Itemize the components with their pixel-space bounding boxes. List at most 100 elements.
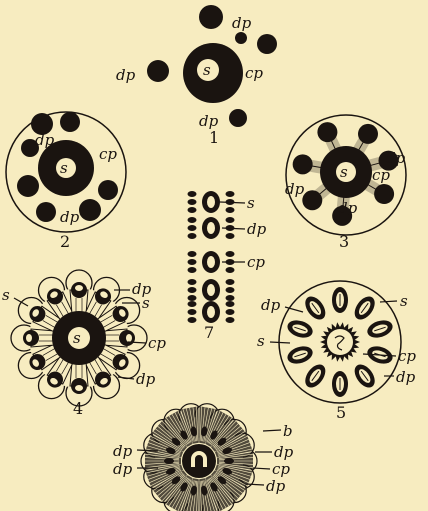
label-s-4b: s: [142, 294, 150, 312]
dp-dot: [226, 287, 235, 293]
dp-strand: [147, 60, 169, 82]
s-center: [126, 334, 132, 342]
figure-number-3: 3: [339, 232, 349, 251]
label-dp-6c: dp: [113, 460, 133, 478]
label-s-3: s: [340, 163, 348, 181]
dp-dot: [188, 267, 197, 273]
label-cp-6: cp: [272, 460, 290, 478]
dp-strand: [164, 458, 174, 464]
dp-dot: [188, 225, 197, 231]
leader-s-7: [220, 202, 245, 203]
dp-dot: [188, 251, 197, 257]
dp-dot: [188, 309, 197, 315]
figure-number-1: 1: [209, 128, 219, 147]
s-center: [207, 306, 215, 318]
label-cp-3: cp: [372, 166, 390, 184]
figure-4: s s dp s cp dp 4: [2, 270, 166, 418]
lobe-unit: [70, 282, 88, 314]
dp-dot: [226, 317, 235, 323]
label-dp-2b: dp: [60, 208, 80, 226]
label-s-7: s: [247, 194, 255, 212]
leader-s-5b: [270, 342, 290, 343]
dp-dot: [226, 217, 235, 223]
dp-strand: [293, 154, 313, 174]
label-dp-2a: dp: [35, 131, 55, 149]
dp-strand: [36, 202, 56, 222]
label-cp-1: cp: [245, 64, 263, 82]
bundle: [332, 287, 348, 313]
s-center: [75, 285, 83, 291]
dp-dot: [188, 199, 197, 205]
dp-dot: [226, 279, 235, 285]
label-dp-6d: dp: [266, 477, 286, 495]
label-s-5b: s: [257, 332, 265, 350]
label-dp-4b: dp: [136, 370, 156, 388]
bundle: [351, 361, 379, 391]
dp-dot: [226, 301, 235, 307]
label-s-1: s: [203, 61, 211, 79]
label-dp-7: dp: [247, 220, 267, 238]
dp-dot: [188, 207, 197, 213]
dp-dot: [226, 309, 235, 315]
label-s-4: s: [73, 329, 81, 347]
dp-dot: [226, 207, 235, 213]
label-b-6: b: [283, 422, 293, 440]
figure-3: s dp cp dp dp 3: [285, 115, 406, 251]
label-s-5a: s: [400, 292, 408, 310]
dp-dot: [188, 259, 197, 265]
dp-dot: [188, 317, 197, 323]
dp-strand: [257, 34, 277, 54]
dp-dot: [188, 233, 197, 239]
figure-number-2: 2: [60, 232, 70, 251]
dp-dot: [226, 295, 235, 301]
s-center: [207, 284, 215, 296]
fig5-core: [320, 322, 360, 362]
bundle: [301, 293, 329, 323]
dp-strand: [17, 175, 39, 197]
dp-strand: [302, 190, 322, 210]
dp-strand: [79, 199, 101, 221]
central-plate-6: [182, 444, 216, 478]
dp-strand: [60, 112, 80, 132]
dp-strand: [235, 32, 247, 44]
dp-dot: [188, 217, 197, 223]
dp-strand: [199, 5, 223, 29]
figure-2: s dp cp dp 2: [6, 112, 126, 251]
label-dp-3a: dp: [386, 149, 406, 167]
lobe-unit: [103, 329, 135, 347]
s-center: [207, 196, 215, 208]
s-center: [75, 385, 83, 391]
dp-strand: [358, 124, 378, 144]
dp-dot: [188, 295, 197, 301]
dp-dot: [188, 301, 197, 307]
leader-s-5a: [380, 301, 397, 302]
leader-dp-7: [222, 228, 245, 229]
dp-strand: [317, 122, 337, 142]
label-cp-5: cp: [398, 347, 416, 365]
dp-dot: [188, 279, 197, 285]
bundle: [301, 361, 329, 391]
label-cp-7: cp: [247, 253, 265, 271]
figure-5: dp s s cp dp 5: [257, 281, 416, 422]
figure-7: s dp cp 7: [188, 191, 267, 342]
label-cp-2: cp: [99, 145, 117, 163]
s-center: [26, 334, 32, 342]
dp-strand: [374, 184, 394, 204]
figure-number-5: 5: [336, 403, 346, 422]
dp-strand: [224, 458, 234, 464]
dp-dot: [226, 267, 235, 273]
lobe-unit: [23, 329, 55, 347]
bundle: [285, 317, 315, 340]
label-dp-6a: dp: [113, 442, 133, 460]
label-dp-6b: dp: [274, 443, 294, 461]
lobe-unit: [70, 362, 88, 394]
figure-number-7: 7: [204, 323, 214, 342]
dp-strand: [229, 109, 247, 127]
leader-cp-6: [253, 468, 270, 469]
dp-dot: [188, 191, 197, 197]
dp-dot: [226, 233, 235, 239]
figure-number-4: 4: [73, 399, 83, 418]
label-dp-5b: dp: [396, 368, 416, 386]
label-dp-1a: dp: [232, 14, 252, 32]
